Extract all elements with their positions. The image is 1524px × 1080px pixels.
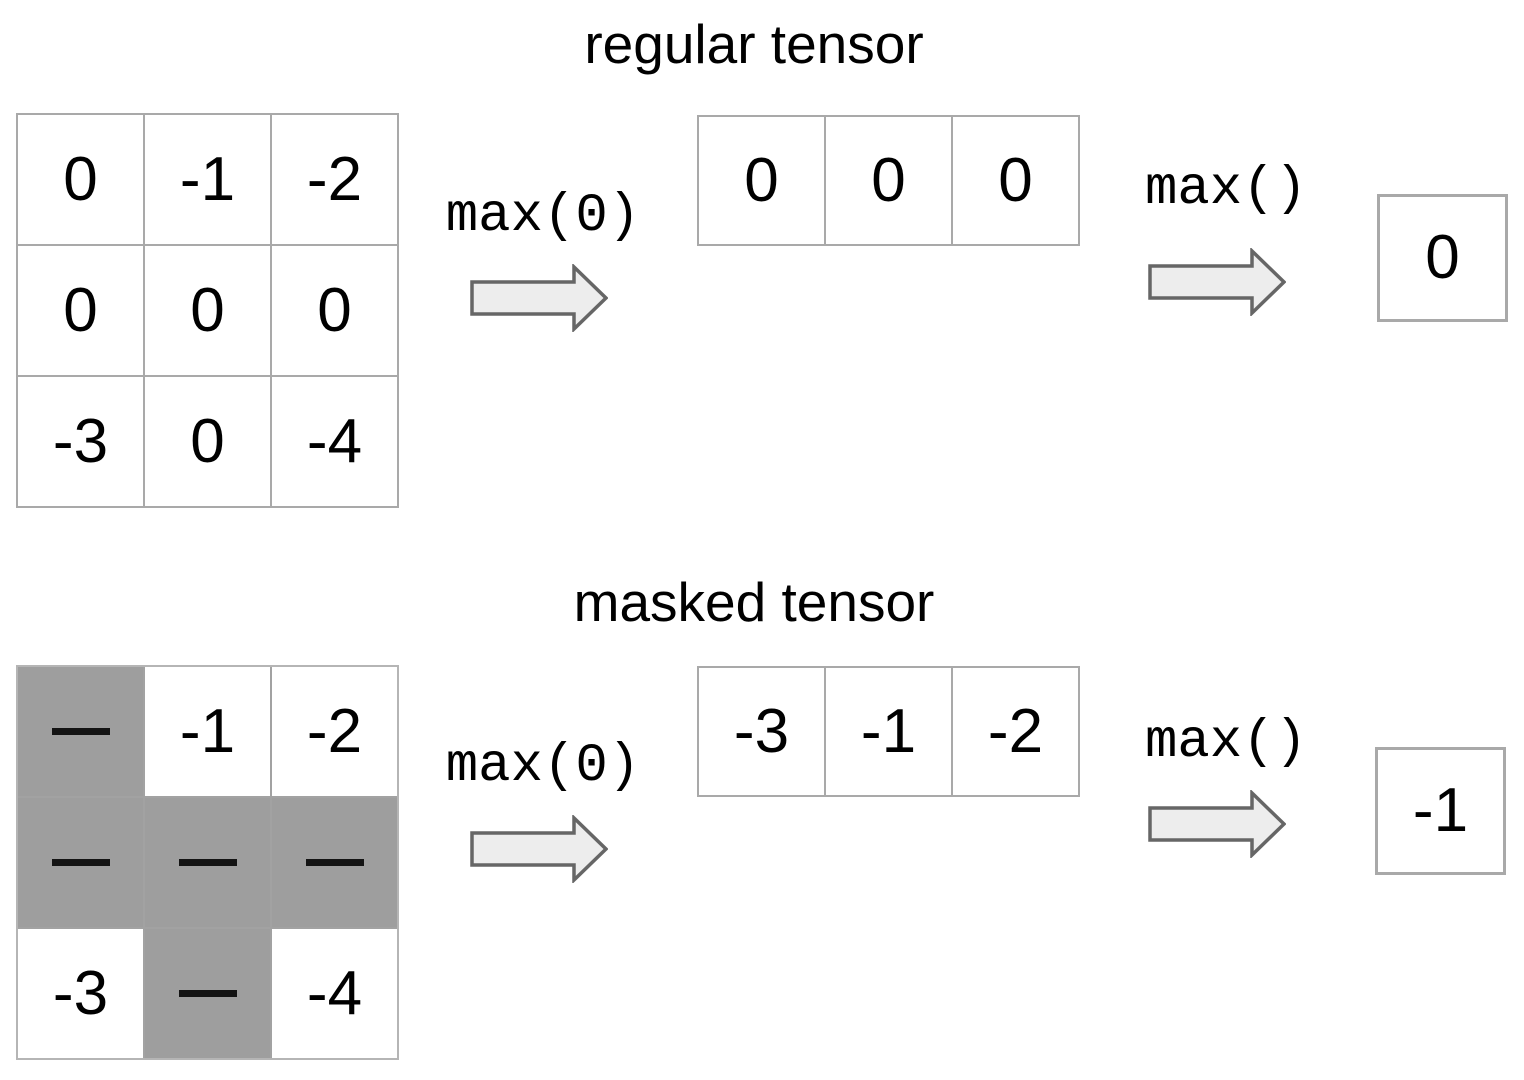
regular-tensor-grid: 0 -1 -2 0 0 0 -3 0 -4 — [16, 113, 399, 508]
arrow-right-icon — [1148, 790, 1286, 858]
cell-value: -4 — [306, 958, 363, 1028]
tensor-cell: — — [18, 798, 143, 927]
op-label-max: max() — [1144, 159, 1308, 220]
cell-value: -4 — [306, 406, 363, 476]
cell-value: -1 — [179, 144, 236, 214]
cell-value: — — [51, 728, 110, 735]
tensor-cell: 0 — [145, 377, 270, 506]
cell-value: 0 — [63, 144, 98, 214]
row-cell: 0 — [699, 117, 824, 244]
row-cell: -1 — [826, 668, 951, 795]
cell-value: 0 — [63, 275, 98, 345]
arrow-right-icon — [1148, 248, 1286, 316]
cell-value: — — [51, 859, 110, 866]
tensor-cell: -1 — [145, 667, 270, 796]
tensor-cell: 0 — [18, 115, 143, 244]
cell-value: -2 — [306, 144, 363, 214]
tensor-cell: -1 — [145, 115, 270, 244]
tensor-cell: — — [18, 667, 143, 796]
op-label-max0: max(0) — [445, 186, 641, 247]
masked-tensor-grid: — -1 -2 — — — -3 — -4 — [16, 665, 399, 1060]
scalar-result: 0 — [1377, 194, 1508, 322]
tensor-cell: -4 — [272, 929, 397, 1058]
row-cell: 0 — [953, 117, 1078, 244]
cell-value: — — [178, 859, 237, 866]
cell-value: 0 — [190, 406, 225, 476]
cell-value: -3 — [733, 696, 790, 766]
cell-value: -3 — [52, 406, 109, 476]
cell-value: -1 — [860, 696, 917, 766]
reduced-row: -3 -1 -2 — [697, 666, 1080, 797]
tensor-cell: -2 — [272, 667, 397, 796]
cell-value: — — [178, 990, 237, 997]
cell-value: 0 — [190, 275, 225, 345]
arrow-right-icon — [470, 264, 608, 332]
tensor-cell: 0 — [272, 246, 397, 375]
scalar-result: -1 — [1375, 747, 1506, 875]
cell-value: 0 — [1425, 223, 1460, 292]
tensor-cell: 0 — [145, 246, 270, 375]
cell-value: -1 — [1412, 776, 1469, 845]
tensor-cell: — — [272, 798, 397, 927]
row-cell: 0 — [826, 117, 951, 244]
cell-value: — — [305, 859, 364, 866]
tensor-cell: — — [145, 929, 270, 1058]
cell-value: 0 — [317, 275, 352, 345]
cell-value: 0 — [744, 145, 779, 215]
cell-value: -2 — [987, 696, 1044, 766]
tensor-cell: -3 — [18, 929, 143, 1058]
cell-value: -1 — [179, 696, 236, 766]
cell-value: -2 — [306, 696, 363, 766]
cell-value: 0 — [998, 145, 1033, 215]
arrow-right-icon — [470, 815, 608, 883]
section-title: masked tensor — [573, 571, 935, 633]
section-title: regular tensor — [584, 13, 924, 75]
op-label-max: max() — [1144, 712, 1308, 773]
tensor-cell: -2 — [272, 115, 397, 244]
op-label-max0: max(0) — [445, 736, 641, 797]
reduced-row: 0 0 0 — [697, 115, 1080, 246]
cell-value: 0 — [871, 145, 906, 215]
tensor-cell: — — [145, 798, 270, 927]
row-cell: -2 — [953, 668, 1078, 795]
cell-value: -3 — [52, 958, 109, 1028]
tensor-cell: -3 — [18, 377, 143, 506]
row-cell: -3 — [699, 668, 824, 795]
tensor-cell: 0 — [18, 246, 143, 375]
tensor-cell: -4 — [272, 377, 397, 506]
